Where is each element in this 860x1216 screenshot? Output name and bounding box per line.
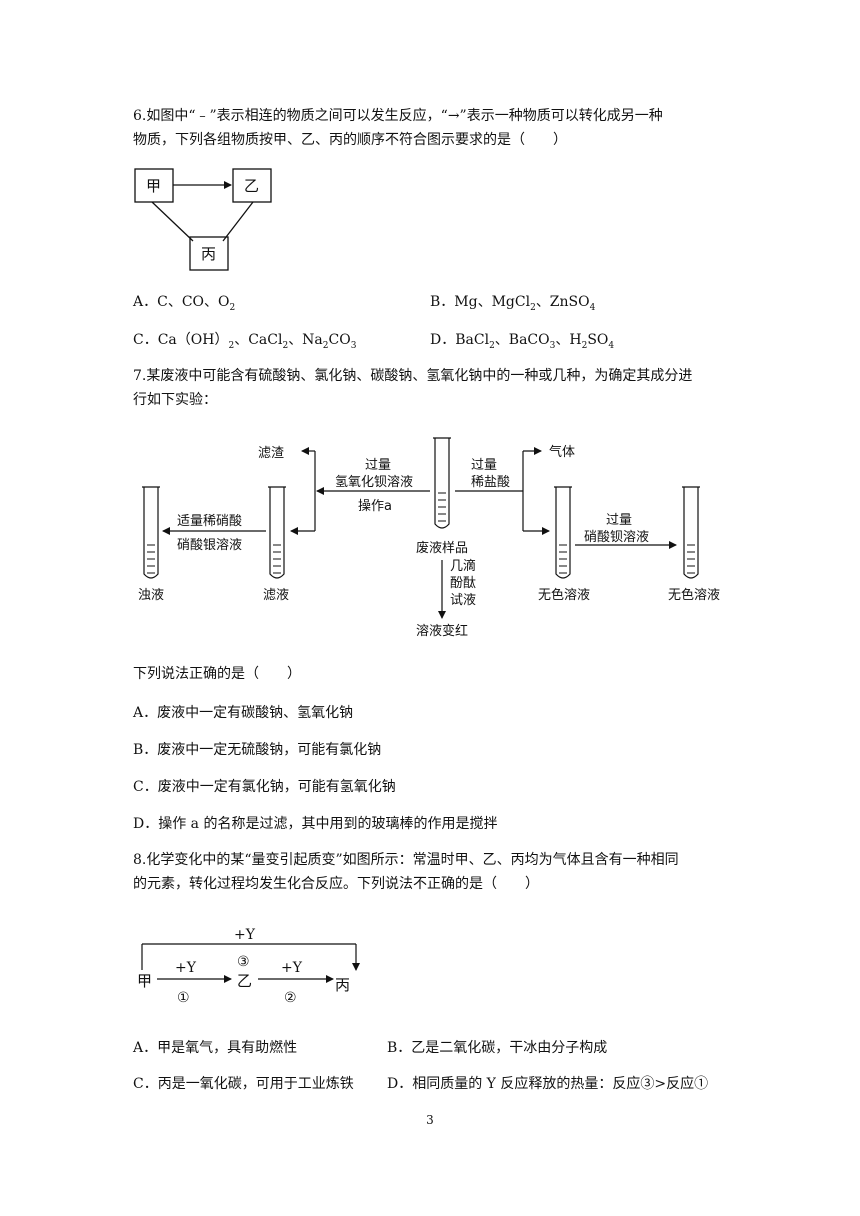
q7-indicator-2: 酚酞 (450, 576, 476, 591)
q7-reagent1-line1: 过量 (365, 458, 391, 473)
q7-stem-line2: 行如下实验： (133, 392, 217, 408)
q6-box-b (232, 168, 272, 203)
q8-stem-line2: 的元素，转化过程均发生化合反应。下列说法不正确的是（ ） (133, 876, 539, 892)
q7-option-b: B．废液中一定无硫酸钠，可能有氯化钠 (133, 742, 382, 758)
q8-step1: ① (177, 990, 190, 1006)
q6-option-b: B．Mg、MgCl2、ZnSO4 (430, 294, 596, 313)
q7-liquid-marks (147, 492, 695, 574)
q7-residue: 滤渣 (258, 446, 284, 461)
q7-stem-line1: 7.某废液中可能含有硫酸钠、氯化钠、碳酸钠、氢氧化钠中的一种或几种，为确定其成分… (133, 368, 693, 384)
q6-label-a: 甲 (146, 177, 161, 195)
q7-tube-colorless1 (554, 486, 572, 579)
q8-plusY-top: +Y (234, 927, 256, 943)
q6-stem-line2: 物质，下列各组物质按甲、乙、丙的顺序不符合图示要求的是（ ） (133, 132, 567, 148)
q7-tube-turbid (142, 486, 160, 579)
q8-bing: 丙 (335, 976, 350, 994)
q7-turbid: 浊液 (138, 588, 164, 603)
q7-reagent4-line1: 过量 (606, 513, 632, 528)
q8-option-b: B．乙是二氧化碳，干冰由分子构成 (387, 1040, 608, 1056)
q7-tube-filtrate (268, 486, 286, 579)
q7-indicator-1: 几滴 (450, 558, 476, 574)
q7-tube-colorless2 (682, 486, 700, 579)
q8-option-a: A．甲是氧气，具有助燃性 (133, 1040, 298, 1056)
q7-sample: 废液样品 (416, 540, 468, 556)
q7-reagent2-line2: 稀盐酸 (471, 475, 510, 490)
q7-reagent3-line1: 适量稀硝酸 (177, 514, 242, 529)
q6-label-c: 丙 (201, 245, 216, 263)
q7-colorless1: 无色溶液 (538, 587, 590, 603)
q7-question: 下列说法正确的是（ ） (133, 666, 301, 682)
q8-plusY-2: +Y (281, 960, 303, 976)
q8-option-d: D．相同质量的 Y 反应释放的热量：反应③>反应① (387, 1076, 709, 1092)
q8-stem-line1: 8.化学变化中的某“量变引起质变”如图所示：常温时甲、乙、丙均为气体且含有一种相… (133, 852, 679, 868)
q8-option-c: C．丙是一氧化碳，可用于工业炼铁 (133, 1076, 354, 1092)
q7-option-d: D．操作 a 的名称是过滤，其中用到的玻璃棒的作用是搅拌 (133, 816, 498, 832)
q8-yi: 乙 (237, 972, 252, 990)
q6-option-d: D．BaCl2、BaCO3、H2SO4 (430, 332, 615, 351)
q6-stem-line1: 6.如图中“﹣”表示相连的物质之间可以发生反应，“→”表示一种物质可以转化成另一… (133, 108, 663, 124)
q8-plusY-1: +Y (175, 960, 197, 976)
q6-option-a: A．C、CO、O2 (133, 294, 236, 313)
q7-operation: 操作a (358, 498, 392, 514)
q7-tube-sample (433, 437, 451, 529)
q8-step3: ③ (237, 954, 250, 970)
q6-line-a-c (151, 201, 194, 242)
q6-line-b-c (222, 201, 254, 242)
q7-turns-red: 溶液变红 (416, 623, 468, 639)
page-number: 3 (426, 1113, 434, 1127)
q8-jia: 甲 (137, 972, 152, 990)
q7-reagent4-line2: 硝酸钡溶液 (584, 530, 649, 545)
q8-step2: ② (284, 990, 297, 1006)
q7-colorless2: 无色溶液 (668, 587, 720, 603)
q7-reagent3-line2: 硝酸银溶液 (177, 538, 242, 553)
q6-option-c: C．Ca（OH）2、CaCl2、Na2CO3 (133, 332, 357, 351)
q7-gas: 气体 (549, 444, 575, 460)
q7-option-c: C．废液中一定有氯化钠，可能有氢氧化钠 (133, 779, 396, 795)
q7-reagent2-line1: 过量 (471, 458, 497, 473)
q7-filtrate: 滤液 (263, 588, 289, 603)
q7-option-a: A．废液中一定有碳酸钠、氢氧化钠 (133, 705, 354, 721)
q6-label-b: 乙 (244, 177, 259, 195)
q7-indicator-3: 试液 (450, 593, 476, 608)
q6-box-c (189, 236, 229, 271)
q7-reagent1-line2: 氢氧化钡溶液 (335, 475, 413, 490)
